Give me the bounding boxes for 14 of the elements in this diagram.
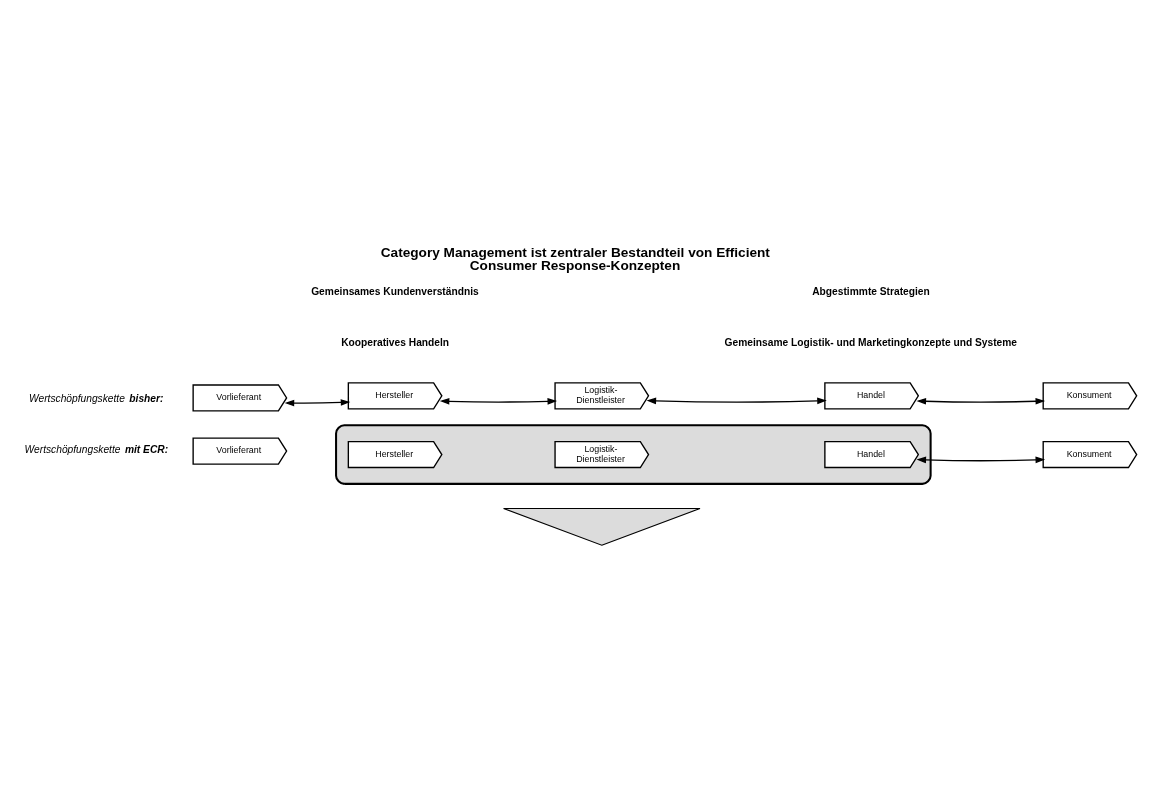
diagram-title: Category Management ist zentraler Bestandteil von Efficient Consumer Response-Konzepten	[380, 244, 770, 274]
label: Gemeinsame Logistik- und Marketingkonzepte und Systeme	[724, 337, 1018, 349]
label: Gemeinsames Kundenverständnis	[311, 286, 479, 298]
arrow	[916, 456, 1046, 464]
cluster	[335, 424, 932, 485]
label: Abgestimmte Strategien	[812, 286, 930, 298]
arrow	[284, 399, 351, 407]
arrow	[916, 397, 1046, 405]
node-triangle	[503, 507, 701, 546]
arrow	[439, 398, 558, 405]
arrow	[646, 397, 827, 405]
label: Wertschöpfungskette mit ECR:	[24, 443, 169, 455]
label: Kooperatives Handeln	[341, 337, 450, 349]
label: Wertschöpfungskette bisher:	[29, 392, 164, 404]
